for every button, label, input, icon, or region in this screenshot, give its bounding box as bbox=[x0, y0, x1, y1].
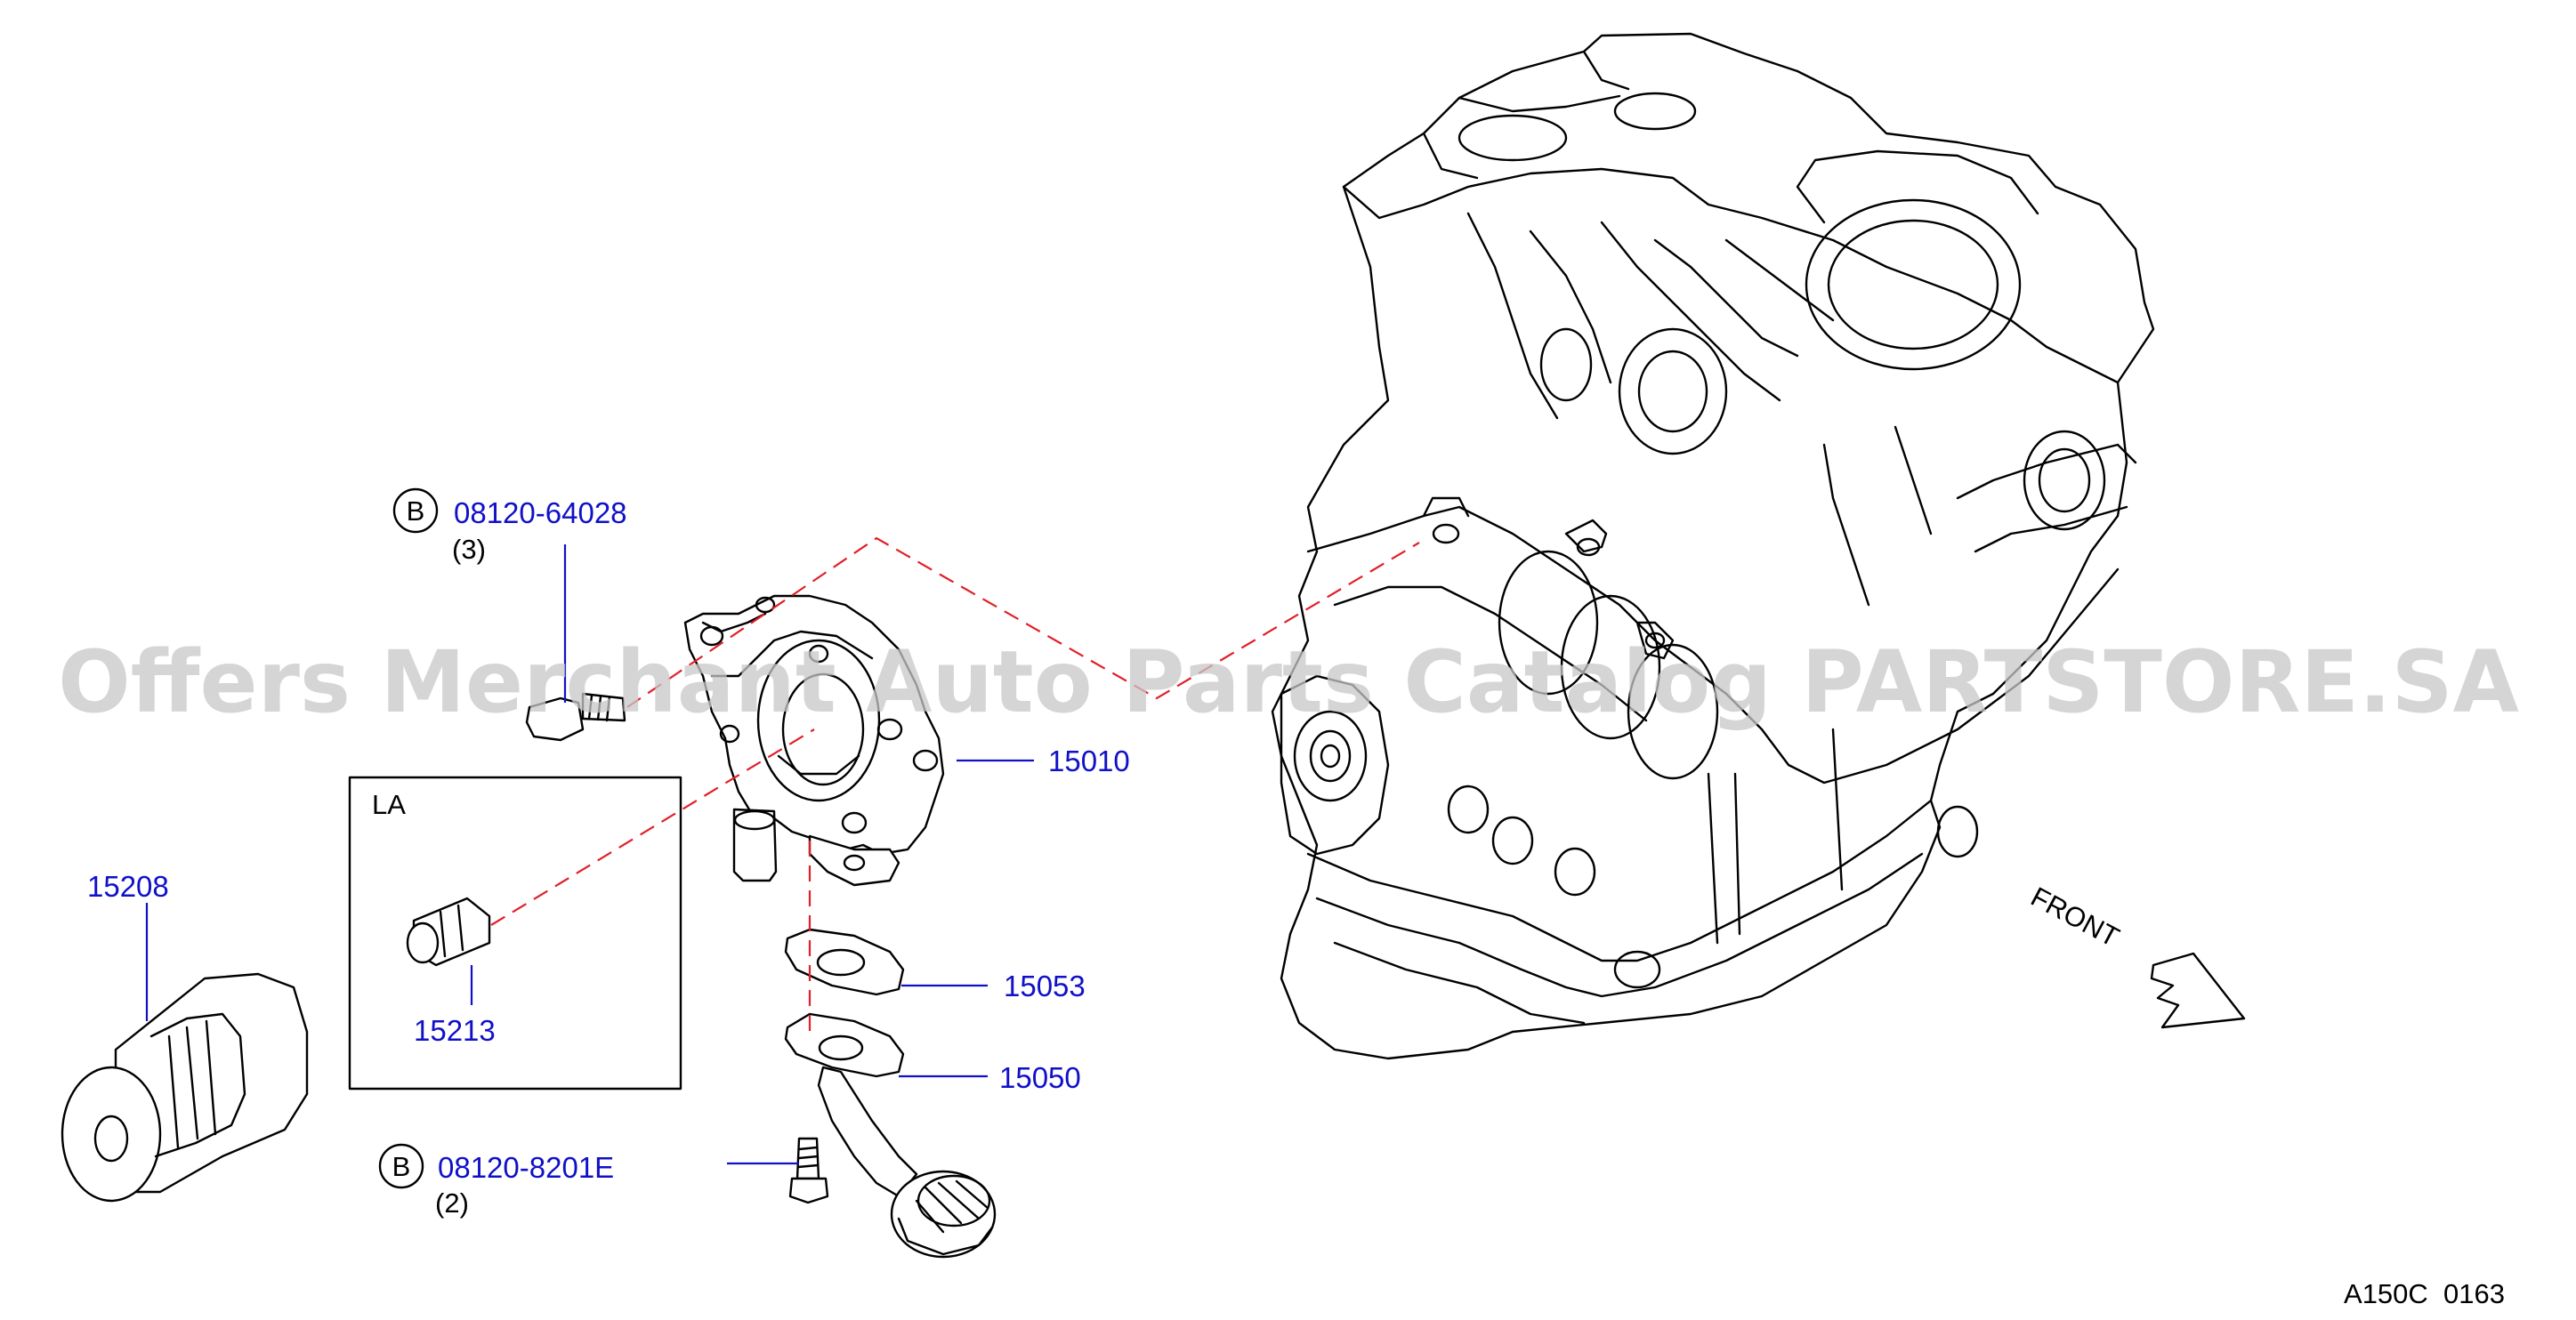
part-quantity: (3) bbox=[452, 534, 486, 565]
part-number-08120-8201E[interactable]: 08120-8201E bbox=[438, 1151, 614, 1184]
watermark: Offers Merchant Auto Parts Catalog PARTS… bbox=[58, 632, 2519, 732]
leader-lines bbox=[145, 544, 1034, 1165]
strainer-drawing bbox=[784, 1012, 997, 1259]
part-number-08120-64028[interactable]: 08120-64028 bbox=[454, 496, 627, 529]
lower-bolt-drawing bbox=[788, 1137, 829, 1204]
part-number-15208[interactable]: 15208 bbox=[87, 870, 169, 903]
la-inset-box bbox=[348, 776, 682, 1091]
front-indicator: FRONT bbox=[2026, 881, 2246, 1029]
badge-circle bbox=[392, 487, 439, 534]
part-number-15050[interactable]: 15050 bbox=[999, 1061, 1081, 1094]
callout-badge: B bbox=[392, 1151, 411, 1182]
callout-badge: B bbox=[407, 495, 425, 527]
callout-upper-bolt: B 08120-64028 (3) bbox=[392, 487, 627, 565]
gasket-drawing bbox=[784, 928, 905, 996]
badge-circle bbox=[378, 1143, 424, 1189]
oil-filter-drawing bbox=[61, 972, 309, 1203]
engine-block-drawing bbox=[1271, 32, 2155, 1060]
front-label: FRONT bbox=[2026, 881, 2125, 953]
part-quantity: (2) bbox=[435, 1187, 469, 1219]
upper-bolt-drawing bbox=[525, 692, 626, 742]
part-number-15213[interactable]: 15213 bbox=[414, 1014, 496, 1047]
diagram-code: A150C 0163 bbox=[2344, 1278, 2505, 1309]
front-arrow-icon bbox=[2150, 952, 2246, 1029]
part-number-15053[interactable]: 15053 bbox=[1004, 970, 1086, 1002]
locator-lines bbox=[490, 536, 1420, 1036]
inset-label: LA bbox=[372, 789, 406, 820]
oil-pump-drawing bbox=[683, 594, 945, 887]
part-number-15010[interactable]: 15010 bbox=[1048, 745, 1130, 777]
callout-lower-bolt: B 08120-8201E (2) bbox=[378, 1143, 614, 1219]
la-plug-drawing bbox=[406, 897, 491, 967]
